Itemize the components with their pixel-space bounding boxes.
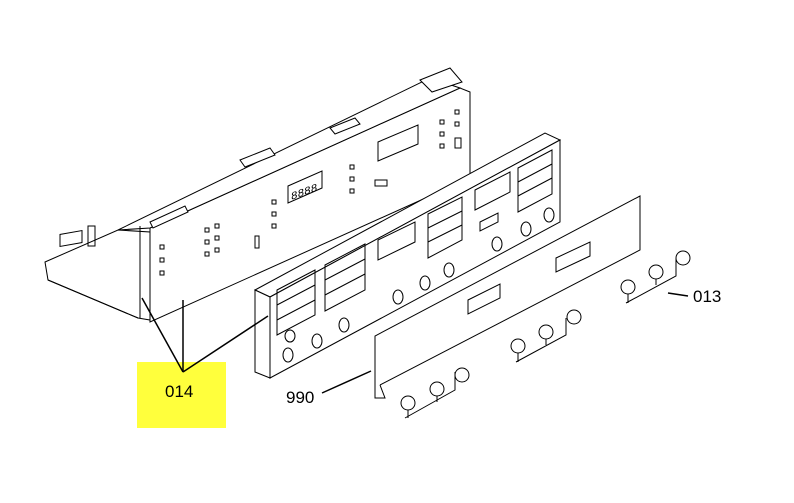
callout-013: 013 [693, 287, 722, 306]
callout-highlight [137, 362, 226, 428]
base-tray [44, 225, 151, 321]
board-leds [159, 109, 462, 276]
panel-knob-holes [282, 207, 555, 363]
leader-lines [141, 292, 689, 394]
knob-group-1 [400, 367, 470, 419]
callout-014: 014 [165, 382, 194, 401]
display-digits-right [377, 124, 419, 162]
overlay-film [374, 195, 641, 399]
callout-990: 990 [286, 388, 315, 407]
panel-windows [276, 149, 553, 336]
control-board: 8888 [117, 67, 471, 323]
front-panel [253, 132, 562, 379]
knob-group-2 [510, 309, 582, 363]
knob-group-3 [620, 250, 691, 304]
